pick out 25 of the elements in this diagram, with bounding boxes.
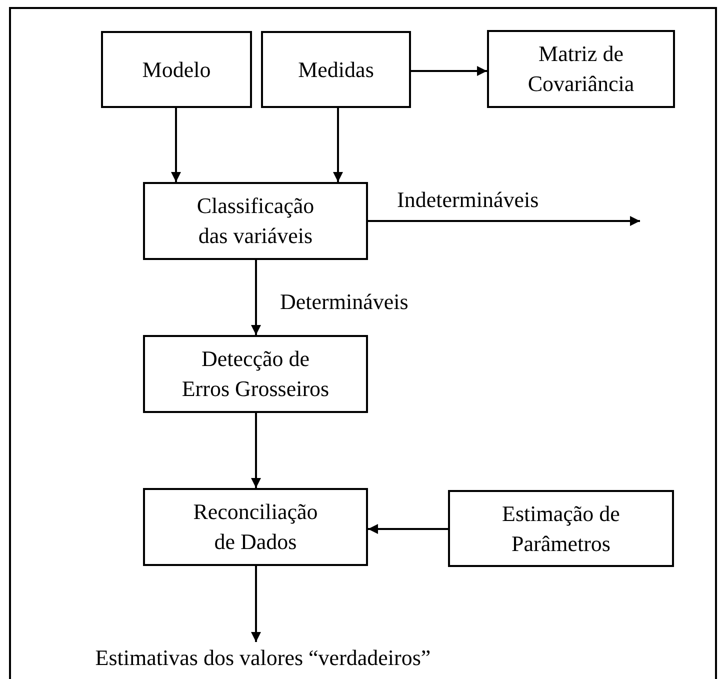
process-box (143, 488, 368, 566)
process-box (101, 31, 252, 108)
process-box (143, 182, 368, 260)
output-text: Estimativas dos valores “verdadeiros” (95, 644, 431, 672)
process-box (261, 31, 411, 108)
box-label: Reconciliação de Dados (192, 498, 319, 556)
box-label: Estimação de Parâmetros (501, 500, 621, 558)
edge-label: Indetermináveis (397, 189, 539, 211)
arrow (368, 216, 640, 226)
arrow (251, 566, 261, 642)
arrow (251, 260, 261, 335)
box-label: Medidas (298, 56, 374, 84)
arrow (333, 108, 343, 182)
arrow (411, 66, 487, 76)
arrow (251, 413, 261, 488)
box-label: Modelo (142, 56, 211, 84)
process-box (487, 30, 675, 108)
box-label: Classificação das variáveis (196, 192, 316, 250)
process-box (143, 335, 368, 413)
edge-label: Determináveis (280, 291, 408, 313)
arrow (171, 108, 181, 182)
box-label: Matriz de Covariância (526, 40, 636, 98)
arrow (368, 524, 448, 534)
box-label: Detecção de Erros Grosseiros (180, 345, 330, 403)
process-box (448, 490, 674, 567)
